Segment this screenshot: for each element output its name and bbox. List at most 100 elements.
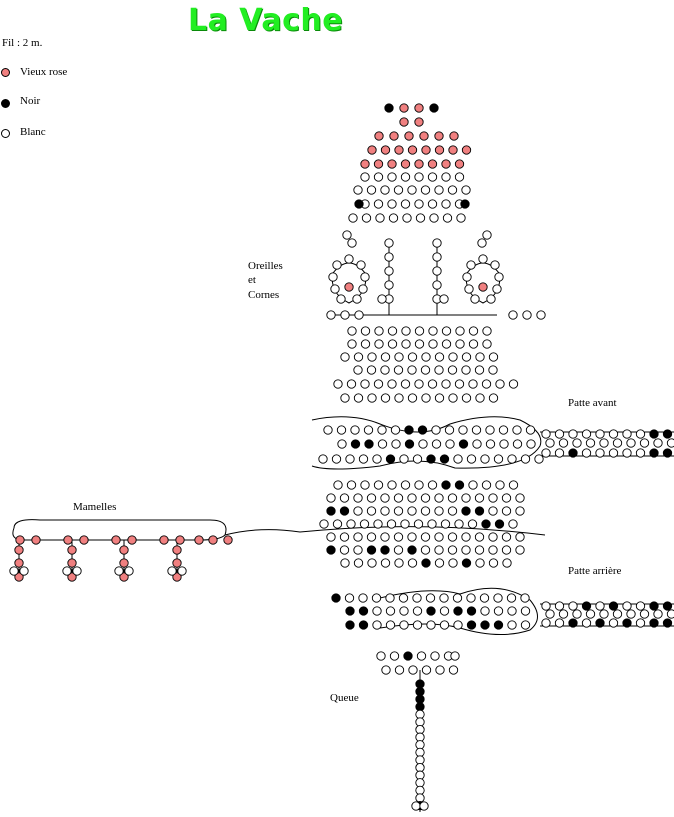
body-bead xyxy=(374,326,384,336)
body-bead xyxy=(447,365,458,375)
body-bead xyxy=(333,379,343,389)
body-bead xyxy=(488,365,498,375)
right-ear xyxy=(482,230,492,240)
belly-bead xyxy=(393,506,404,516)
hind-leg-bead xyxy=(662,601,673,611)
label-front-leg: Patte avant xyxy=(568,397,617,409)
front-band-bead xyxy=(525,425,536,435)
tail-bead xyxy=(421,665,432,675)
left-ear xyxy=(358,284,368,294)
ear-base-bead xyxy=(326,310,336,320)
head-bead xyxy=(427,199,438,209)
belly-bead xyxy=(359,519,370,529)
front-leg-bead xyxy=(608,429,619,439)
right-horn xyxy=(439,294,449,304)
front-band-bead xyxy=(444,425,455,435)
front-band-bead xyxy=(512,425,522,435)
udder-bead xyxy=(208,535,218,545)
head-bead xyxy=(394,145,404,155)
front-leg-bead xyxy=(541,429,551,439)
udder-bead xyxy=(31,535,41,545)
body-bead xyxy=(366,365,377,375)
hind-leg-bead xyxy=(649,618,659,628)
front-band-bead xyxy=(458,439,469,449)
front-band-bead xyxy=(372,454,382,464)
hind-leg-bead xyxy=(585,609,596,619)
front-band-bead xyxy=(466,454,477,464)
front-band-bead xyxy=(471,425,482,435)
belly-bead xyxy=(461,558,472,568)
left-ear xyxy=(352,294,362,304)
tail-bead xyxy=(419,801,429,811)
hind-band-bead xyxy=(426,620,436,630)
hind-band-bead xyxy=(385,606,396,616)
front-leg-bead xyxy=(662,429,673,439)
head-bead xyxy=(380,185,390,195)
body-bead xyxy=(414,379,424,389)
belly-bead xyxy=(434,532,444,542)
right-horn xyxy=(432,252,442,262)
head-bead xyxy=(373,199,384,209)
tail-bead xyxy=(415,732,425,742)
belly-bead xyxy=(380,506,390,516)
tail-bead xyxy=(430,651,440,661)
tail-bead xyxy=(416,651,427,661)
teat-bead xyxy=(67,545,77,555)
belly-bead xyxy=(461,506,471,516)
hind-band-bead xyxy=(453,606,463,616)
page-title: La Vache xyxy=(188,3,344,38)
belly-bead xyxy=(508,519,518,529)
hind-leg-bead xyxy=(541,618,551,628)
hind-band-bead xyxy=(358,620,369,630)
head-bead xyxy=(360,172,370,182)
belly-bead xyxy=(501,532,512,542)
right-horn xyxy=(432,266,442,276)
hind-band-bead xyxy=(520,593,530,603)
head-bead xyxy=(414,199,424,209)
ear-base-bead xyxy=(522,310,532,320)
teat-bead xyxy=(124,566,134,576)
head-bead xyxy=(404,131,414,141)
head-bead xyxy=(400,172,411,182)
body-bead xyxy=(340,393,350,403)
head-bead xyxy=(427,159,438,169)
front-band-bead xyxy=(499,439,509,449)
right-ear xyxy=(464,284,474,294)
hind-leg-bead xyxy=(545,609,555,619)
belly-bead xyxy=(339,506,350,516)
front-band-bead xyxy=(439,454,450,464)
head-bead xyxy=(393,185,404,195)
head-bead xyxy=(427,172,438,182)
hind-leg-bead xyxy=(653,609,663,619)
front-leg-bead xyxy=(599,438,609,448)
head-bead xyxy=(461,185,471,195)
tail-bead xyxy=(394,665,405,675)
tail-bead xyxy=(415,686,425,697)
front-band-bead xyxy=(385,454,396,464)
body-bead xyxy=(475,352,485,362)
hind-leg-bead xyxy=(595,618,605,628)
belly-bead xyxy=(387,480,397,490)
left-ear xyxy=(332,260,342,270)
udder-bead xyxy=(175,535,185,545)
hind-band-bead xyxy=(520,606,531,616)
belly-bead xyxy=(393,545,404,555)
head-bead xyxy=(402,213,412,223)
front-band-bead xyxy=(358,454,369,464)
tail-bead xyxy=(389,651,400,661)
hind-band-bead xyxy=(506,593,517,603)
head-bead xyxy=(442,213,453,223)
body-bead xyxy=(495,379,505,389)
body-bead xyxy=(441,326,452,336)
head-bead xyxy=(375,213,385,223)
belly-bead xyxy=(467,519,478,529)
hind-leg-bead xyxy=(568,601,578,611)
hind-leg-bead xyxy=(595,601,605,611)
front-band-bead xyxy=(507,454,517,464)
front-band-bead xyxy=(453,454,463,464)
belly-bead xyxy=(515,532,525,542)
hind-band-bead xyxy=(439,593,449,603)
front-band-bead xyxy=(498,425,509,435)
head-bead xyxy=(400,199,411,209)
belly-bead xyxy=(326,532,336,542)
